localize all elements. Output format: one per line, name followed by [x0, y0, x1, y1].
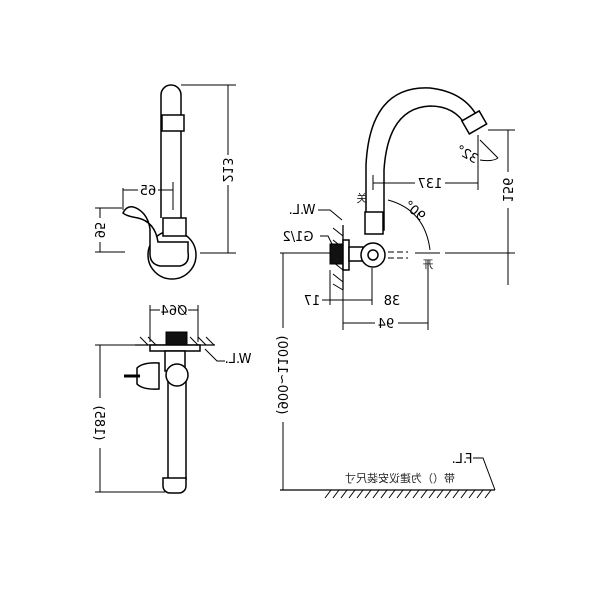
lever-handle [122, 206, 190, 267]
dim-65: 65 [140, 184, 157, 199]
thread-g12 [165, 331, 188, 346]
dim-94: 94 [378, 317, 395, 332]
front-view: 90° 关 开 W.L. G1/2 17 38 94 137 32° 156 (… [274, 87, 515, 499]
label-fl: F.L. [452, 452, 473, 467]
install-note: 带（）为建议安装尺寸 [345, 471, 455, 485]
aerator-nut [161, 114, 185, 132]
angle-32: 32° [453, 143, 480, 168]
label-90deg: 90° [401, 198, 428, 224]
label-wl-bottom: W.L. [225, 352, 252, 367]
thread-front [329, 243, 344, 265]
side-view: 213 65 95 [91, 84, 236, 280]
hex-nut [162, 217, 187, 237]
dim-137: 137 [418, 177, 443, 192]
top-view: Ø64 W.L. (185) [91, 304, 252, 494]
dim-d64: Ø64 [161, 304, 188, 319]
aerator [162, 477, 187, 494]
dim-17: 17 [304, 294, 321, 309]
label-close: 关 [357, 191, 368, 205]
handle-top [136, 362, 160, 390]
dim-213: 213 [219, 158, 234, 183]
aerator-front [460, 109, 488, 135]
label-wl-right: W.L. [289, 203, 316, 218]
spout-tube [160, 84, 182, 218]
dim-900-1100: (900~1100) [274, 336, 289, 415]
dim-95: 95 [91, 222, 106, 239]
dim-38: 38 [384, 294, 401, 309]
dim-185: (185) [91, 406, 106, 441]
dim-156: 156 [499, 178, 514, 203]
label-g12: G1/2 [283, 230, 314, 245]
flange [149, 344, 201, 352]
